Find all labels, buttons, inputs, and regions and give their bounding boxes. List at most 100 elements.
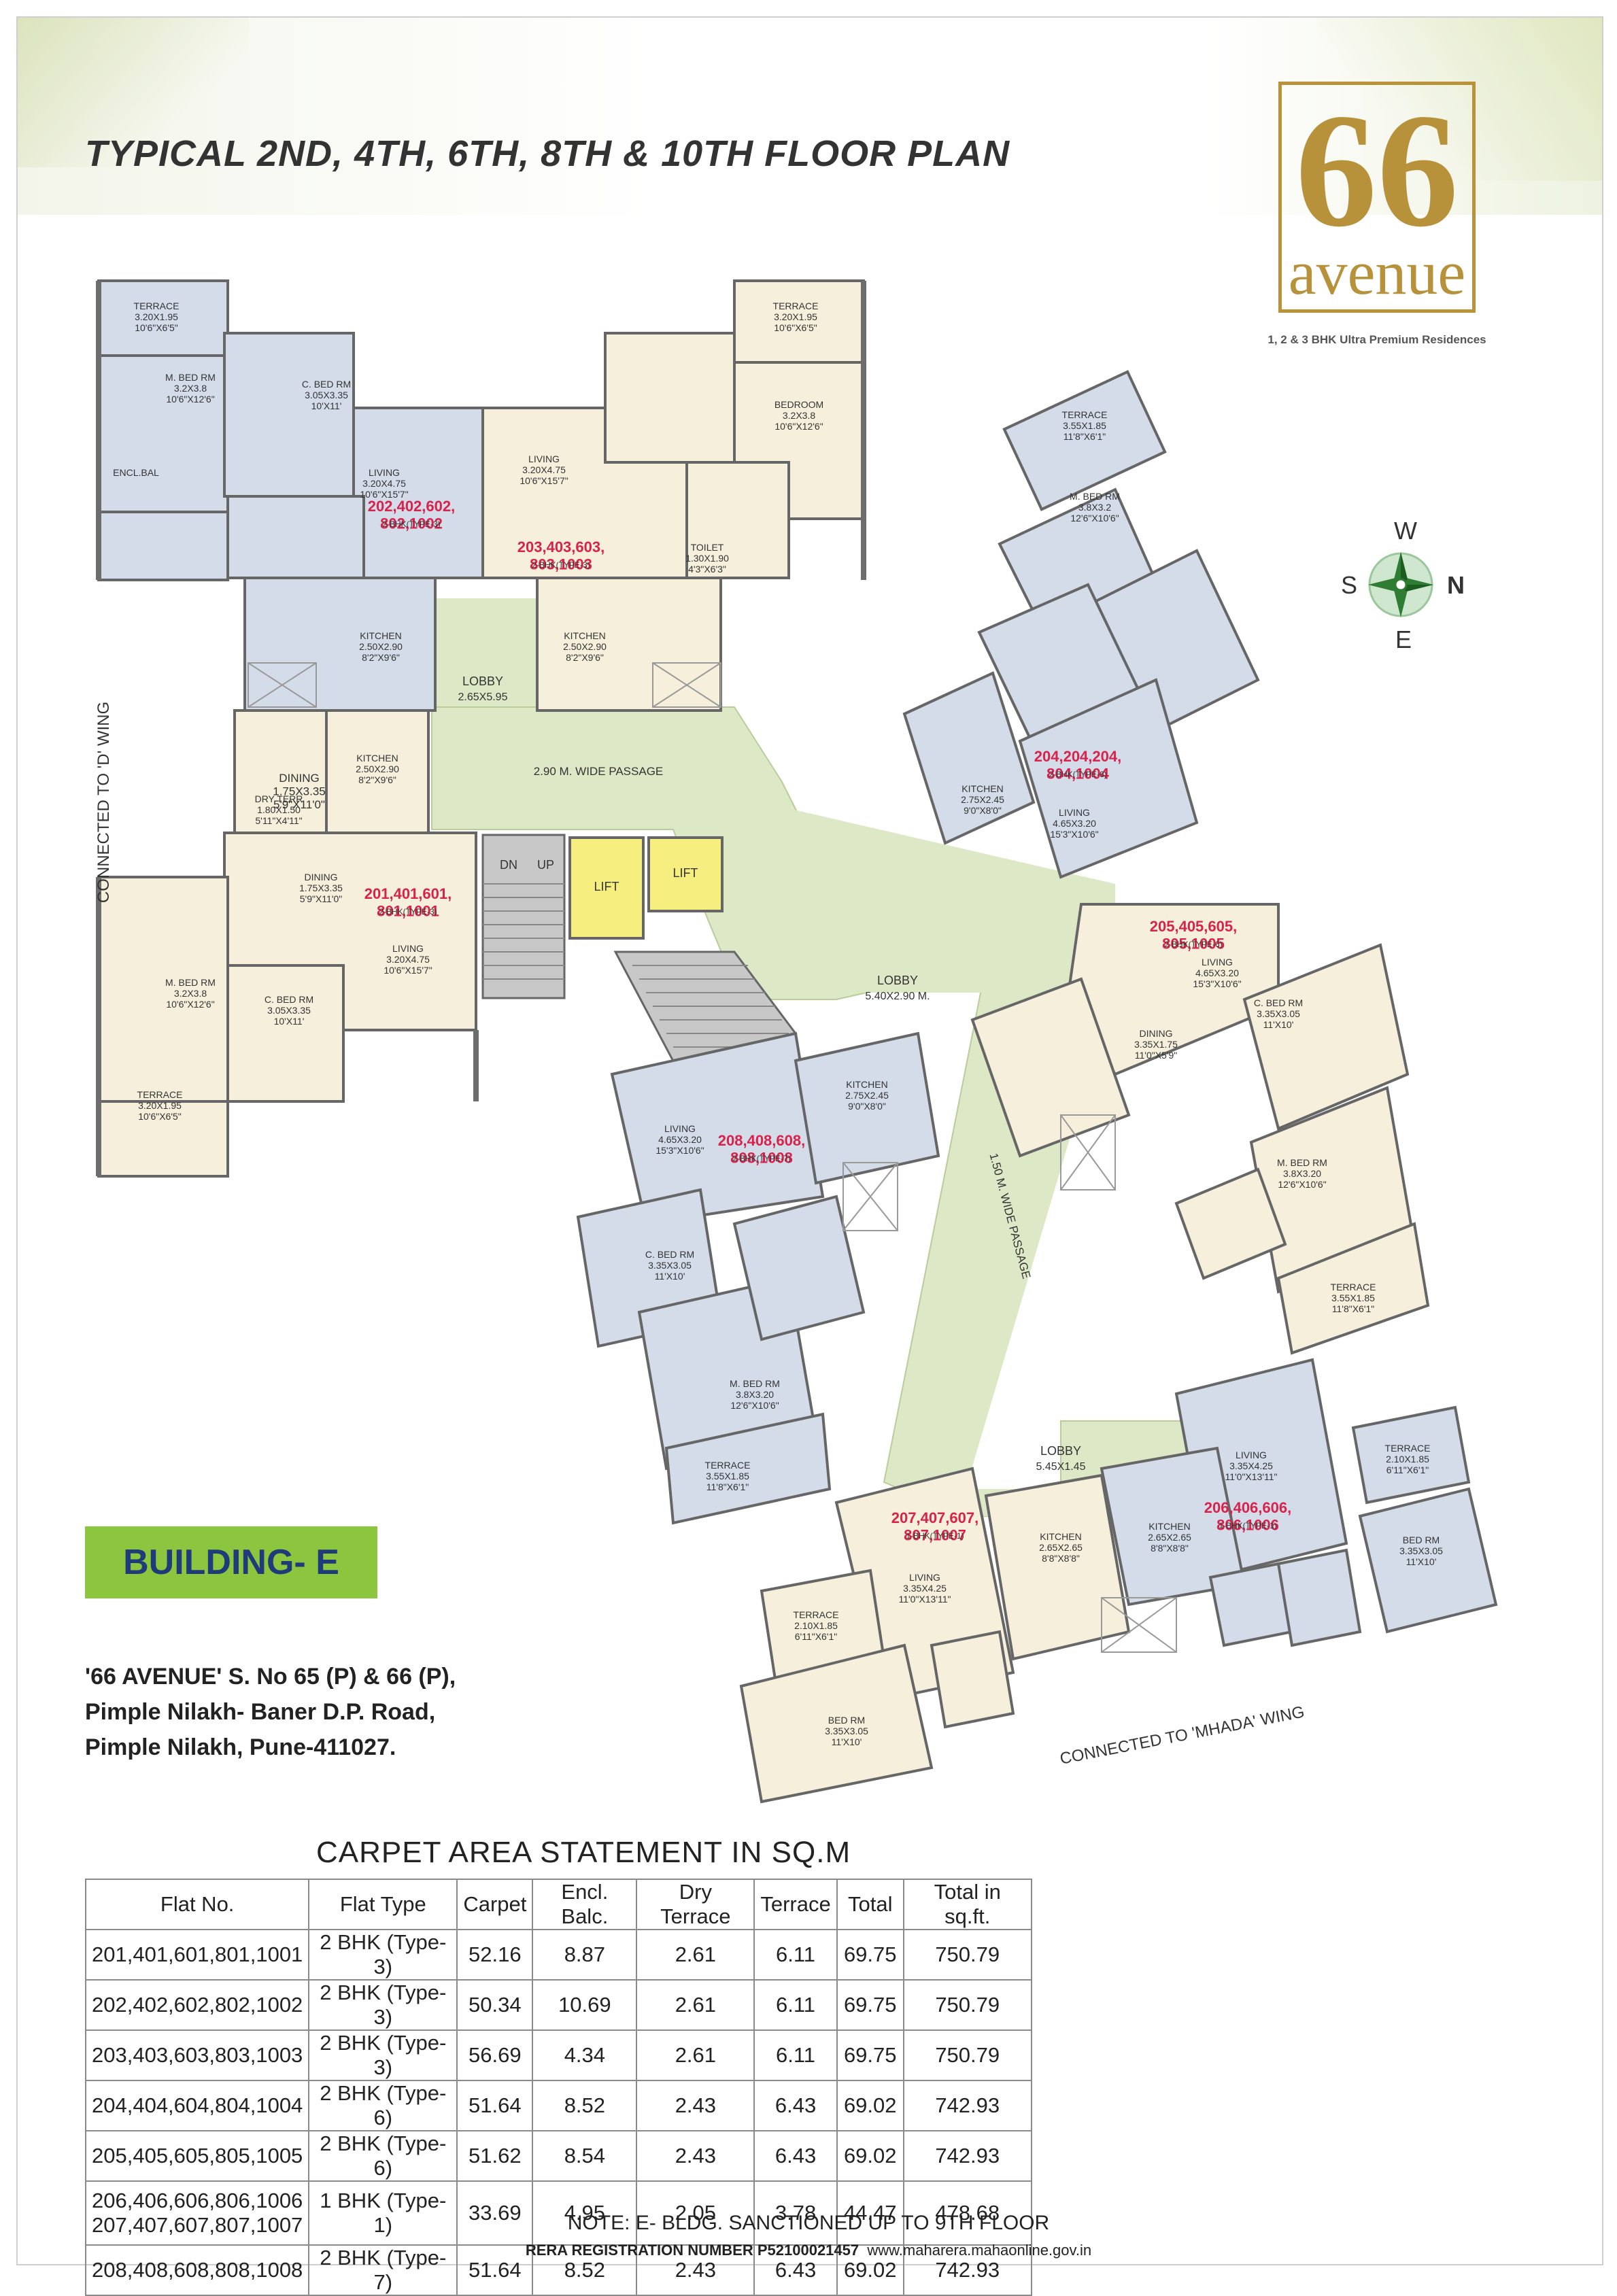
table-cell: 6.43 (753, 2130, 838, 2182)
lobby-bottom-size: 5.45X1.45 (1036, 1461, 1086, 1473)
compass-rose: W S N E (1333, 517, 1469, 653)
connected-d-wing-label: CONNECTED TO 'D' WING (95, 702, 113, 903)
table-cell: 2 BHK (Type-6) (308, 2080, 458, 2131)
lobby-top-label: LOBBY (462, 674, 503, 688)
table-cell: 4.95 (532, 2180, 638, 2246)
flat-203 (481, 279, 865, 712)
flat-label-208: 208,408,608,808,1008 (718, 1132, 805, 1166)
column-header: Carpet (456, 1879, 534, 1930)
lift-2 (647, 836, 724, 912)
lift-1 (568, 836, 645, 940)
table-cell: 204,404,604,804,1004 (84, 2080, 310, 2131)
project-address: '66 AVENUE' S. No 65 (P) & 66 (P), Pimpl… (85, 1659, 456, 1765)
table-cell: 6.11 (753, 2029, 838, 2081)
table-cell: 742.93 (902, 2080, 1032, 2131)
lift-2-label: LIFT (673, 866, 698, 880)
stair-up-label: UP (537, 858, 554, 872)
flat-204 (902, 370, 1260, 879)
table-cell: 750.79 (902, 2029, 1032, 2081)
flat-label-204: 204,204,204,804,1004 (1034, 748, 1121, 782)
table-cell: 8.52 (532, 2080, 638, 2131)
flat-type-206: 1-BHK(TYPE-1) (1219, 1521, 1276, 1530)
column-header: Dry Terrace (636, 1879, 755, 1930)
lift-1-label: LIFT (594, 880, 619, 893)
compass-north-label: N (1447, 571, 1465, 599)
flat-label-207: 207,407,607,807,1007 (891, 1509, 978, 1543)
compass-east-label: E (1395, 626, 1412, 653)
rera-website: www.maharera.mahaonline.gov.in (867, 2242, 1092, 2259)
passage-top-label: 2.90 M. WIDE PASSAGE (534, 765, 664, 778)
page-title: TYPICAL 2ND, 4TH, 6TH, 8TH & 10TH FLOOR … (85, 133, 1010, 174)
table-cell: 69.75 (836, 2029, 904, 2081)
table-cell: 750.79 (902, 1979, 1032, 2031)
table-cell: 51.62 (456, 2130, 534, 2182)
common-area (431, 598, 1197, 1517)
outer-walls (96, 281, 866, 1176)
table-cell: 6.11 (753, 1979, 838, 2031)
table-cell: 56.69 (456, 2029, 534, 2081)
compass-star-icon (1368, 552, 1433, 617)
lobby-mid-label: LOBBY (877, 974, 918, 987)
table-cell: 1 BHK (Type-1) (308, 2180, 458, 2246)
flat-201 (97, 709, 477, 1178)
flat-207 (739, 1467, 1131, 1804)
flat-202 (97, 279, 484, 712)
table-cell: 2 BHK (Type-6) (308, 2130, 458, 2182)
flat-205 (970, 903, 1430, 1355)
flat-type-204: 2-BHK(TYPE-6) (1049, 770, 1106, 779)
stair-dn-label: DN (500, 858, 517, 872)
table-cell: 2.61 (636, 2029, 755, 2081)
table-cell: 8.54 (532, 2130, 638, 2182)
table-cell: 33.69 (456, 2180, 534, 2246)
header-band (18, 18, 1602, 215)
table-cell: 10.69 (532, 1979, 638, 2031)
flat-label-201: 201,401,601,801,1001 (364, 885, 452, 919)
table-cell: 2.05 (636, 2180, 755, 2246)
table-cell: 4.34 (532, 2029, 638, 2081)
table-cell: 201,401,601,801,1001 (84, 1929, 310, 1981)
logo-tagline: 1, 2 & 3 BHK Ultra Premium Residences (1267, 333, 1486, 346)
logo-word: avenue (1288, 238, 1466, 307)
table-cell: 2.43 (636, 2130, 755, 2182)
column-header: Terrace (753, 1879, 838, 1930)
compass-west-label: W (1394, 517, 1417, 545)
core (481, 834, 798, 1069)
table-cell: 2 BHK (Type-3) (308, 1979, 458, 2031)
table-cell: 3.78 (753, 2180, 838, 2246)
flat-label-205: 205,405,605,805,1005 (1150, 918, 1237, 952)
table-cell: 2 BHK (Type-3) (308, 2029, 458, 2081)
table-cell: 478.68 (902, 2180, 1032, 2246)
table-cell: 8.87 (532, 1929, 638, 1981)
rera-line: RERA REGISTRATION NUMBER P52100021457 ww… (0, 2242, 1617, 2259)
logo-number: 66 (1295, 80, 1459, 260)
table-cell: 69.75 (836, 1979, 904, 2031)
room-label: ENCL.BAL (113, 467, 159, 478)
table-cell: 2.61 (636, 1929, 755, 1981)
